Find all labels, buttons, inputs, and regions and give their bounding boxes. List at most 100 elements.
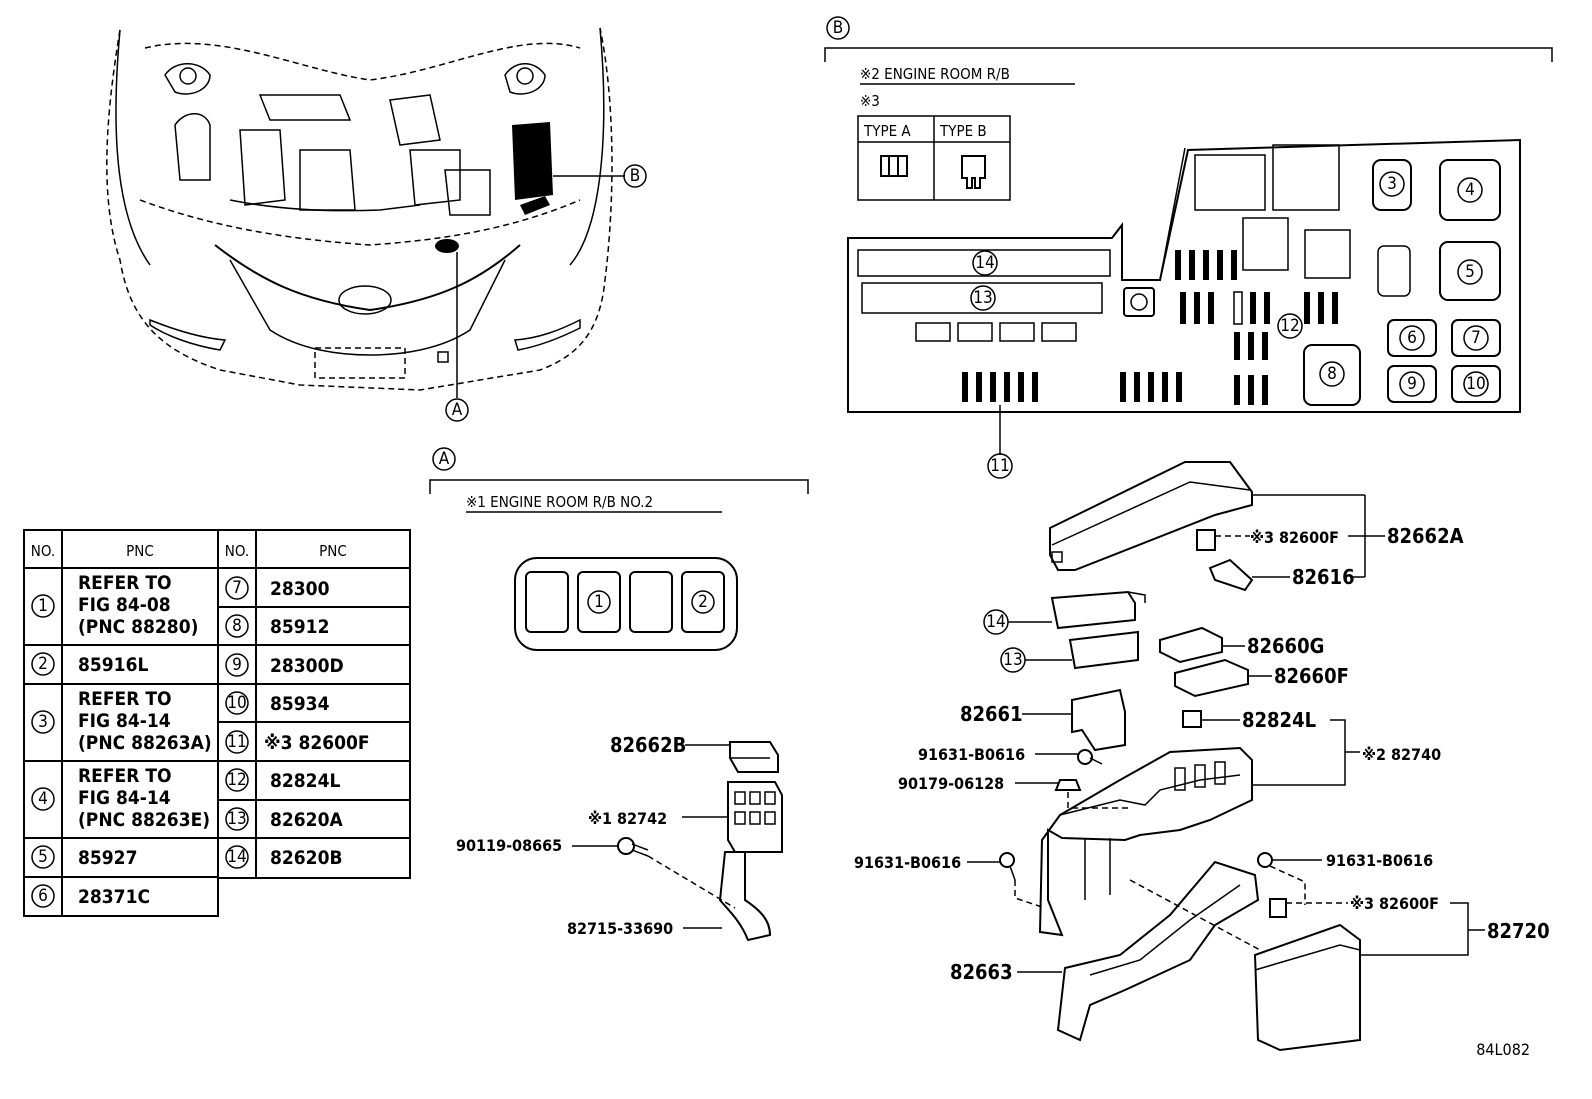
type-a-fuse-icon [880, 155, 908, 177]
row-no-2: 2 [38, 654, 48, 674]
tray-82663-drawing [1056, 860, 1260, 1042]
col-pnc-right: PNC [319, 542, 347, 560]
row-8-pnc: 85912 [270, 616, 329, 638]
row-no-6: 6 [38, 886, 48, 906]
label-82715: 82715-33690 [567, 919, 673, 938]
label-82742: ※1 82742 [588, 809, 667, 828]
type-b-fuse-icon [961, 155, 986, 189]
parts-table: NO. PNC NO. PNC 1 REFER TO FIG 84-08 (PN… [23, 529, 411, 917]
strip-13-drawing [1068, 630, 1139, 670]
lower-case-82720-drawing [1253, 923, 1361, 1052]
box-label-10: 10 [1466, 374, 1485, 394]
screw-91631-a-drawing [1077, 749, 1093, 765]
box-label-5: 5 [1465, 262, 1475, 282]
screw-91631-b-drawing [999, 852, 1015, 868]
label-90179: 90179-06128 [898, 774, 1004, 793]
label-82660F: 82660F [1274, 664, 1349, 688]
callout-b: B [630, 166, 641, 186]
relay-82660G-drawing [1159, 626, 1223, 664]
section-a-letter: A [439, 449, 450, 469]
row-6-pnc: 28371C [78, 886, 150, 908]
row-no-14: 14 [227, 847, 246, 867]
box-label-7: 7 [1471, 328, 1481, 348]
row-12-pnc: 82824L [270, 770, 340, 792]
main-block-82740-drawing [1038, 746, 1253, 937]
label-82616: 82616 [1292, 565, 1355, 589]
row-13-pnc: 82620A [270, 809, 343, 831]
bolt-90119-drawing [617, 837, 635, 855]
label-82600F-top: ※3 82600F [1250, 528, 1339, 547]
label-91631-b: 91631-B0616 [854, 853, 961, 872]
row-no-13: 13 [227, 809, 246, 829]
box-label-4: 4 [1465, 180, 1475, 200]
row-3-line-3: (PNC 88263A) [78, 732, 212, 754]
label-82740: ※2 82740 [1362, 745, 1441, 764]
label-82660G: 82660G [1247, 634, 1324, 658]
ref-13: 13 [1003, 650, 1022, 670]
label-82600F-bottom: ※3 82600F [1350, 894, 1439, 913]
col-pnc-left: PNC [126, 542, 154, 560]
row-5-pnc: 85927 [78, 847, 137, 869]
row-11-pnc: ※3 82600F [264, 732, 370, 754]
cover-82662A-drawing [1049, 461, 1253, 571]
row-no-10: 10 [227, 693, 246, 713]
slot-label-2: 2 [698, 592, 708, 612]
screw-91631-c-drawing [1257, 852, 1273, 868]
col-no-right: NO. [225, 542, 249, 560]
type-a-label: TYPE A [863, 122, 911, 140]
fuse-82600F-bottom-drawing [1269, 898, 1287, 918]
row-no-7: 7 [232, 578, 242, 598]
label-91631-c: 91631-B0616 [1326, 851, 1433, 870]
label-82662A: 82662A [1387, 524, 1464, 548]
fuse-bars [962, 250, 1338, 405]
relay-82660F-drawing [1174, 658, 1249, 698]
row-no-4: 4 [38, 789, 48, 809]
box-label-13: 13 [973, 288, 992, 308]
clip-82616-drawing [1208, 558, 1254, 592]
car-front-illustration: B A [106, 27, 647, 422]
row-1-line-2: FIG 84-08 [78, 594, 171, 616]
box-label-6: 6 [1407, 328, 1417, 348]
row-3-line-2: FIG 84-14 [78, 710, 171, 732]
section-a: A ※1 ENGINE ROOM R/B NO.2 1 2 [429, 447, 809, 651]
label-90119: 90119-08665 [456, 836, 562, 855]
row-no-3: 3 [38, 712, 48, 732]
ref-14: 14 [986, 612, 1005, 632]
row-3-line-1: REFER TO [78, 688, 172, 710]
row-no-8: 8 [232, 616, 242, 636]
row-10-pnc: 85934 [270, 693, 330, 715]
label-82720: 82720 [1487, 919, 1550, 943]
nut-90179-drawing [1054, 779, 1082, 791]
section-a-exploded: 82662B ※1 82742 90119-08665 82715-33690 [456, 733, 783, 942]
box-label-11: 11 [990, 456, 1009, 476]
slot-label-1: 1 [594, 592, 604, 612]
row-no-12: 12 [227, 770, 246, 790]
label-82824L: 82824L [1242, 708, 1316, 732]
strip-14-drawing [1050, 590, 1136, 630]
label-82662B: 82662B [610, 733, 686, 757]
figure-code: 84L082 [1476, 1040, 1530, 1059]
row-no-1: 1 [38, 596, 48, 616]
row-no-9: 9 [232, 655, 242, 675]
row-9-pnc: 28300D [270, 655, 344, 677]
row-no-5: 5 [38, 847, 48, 867]
fuse-82824L-drawing [1182, 710, 1202, 728]
fuse-82600F-top-drawing [1196, 529, 1216, 551]
section-b: B ※2 ENGINE ROOM R/B ※3 TYPE A TYPE B 14… [824, 16, 1553, 479]
section-b-note: ※3 [860, 92, 880, 110]
box-label-9: 9 [1407, 374, 1417, 394]
box-label-12: 12 [1280, 316, 1299, 336]
section-a-header: ※1 ENGINE ROOM R/B NO.2 [466, 493, 653, 511]
row-no-11: 11 [227, 732, 246, 752]
box-label-8: 8 [1327, 364, 1337, 384]
col-no-left: NO. [31, 542, 55, 560]
type-b-label: TYPE B [939, 122, 987, 140]
box-label-14: 14 [975, 253, 994, 273]
section-b-exploded: 82662A ※3 82600F 82616 14 13 82660G 8266… [854, 461, 1550, 1052]
section-b-header: ※2 ENGINE ROOM R/B [860, 65, 1010, 83]
bracket-82661-drawing [1071, 688, 1126, 752]
row-4-line-3: (PNC 88263E) [78, 809, 210, 831]
part-82742-drawing [727, 781, 783, 853]
box-label-3: 3 [1387, 174, 1397, 194]
